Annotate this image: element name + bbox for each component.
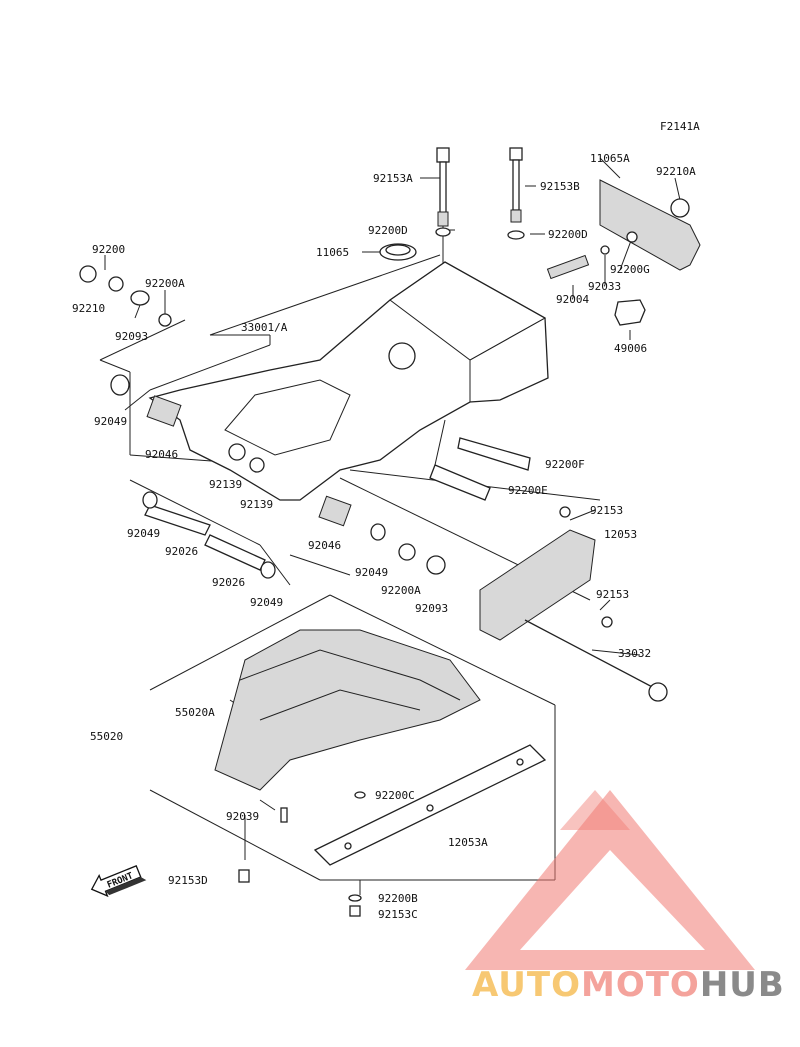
part-label-92093-1: 92093	[115, 330, 148, 343]
watermark-moto: MOTO	[581, 965, 700, 1005]
part-label-92139-1: 92139	[209, 478, 242, 491]
part-label-92153C: 92153C	[378, 908, 418, 921]
part-label-92026-2: 92026	[212, 576, 245, 589]
watermark-triangle	[465, 790, 755, 970]
part-label-92153-2: 92153	[596, 588, 629, 601]
part-label-92046-2: 92046	[308, 539, 341, 552]
part-label-92049-3: 92049	[355, 566, 388, 579]
figure-code: F2141A	[660, 120, 700, 133]
part-label-49006: 49006	[614, 342, 647, 355]
part-label-92139-2: 92139	[240, 498, 273, 511]
part-label-92200F: 92200F	[545, 458, 585, 471]
part-label-92033: 92033	[588, 280, 621, 293]
part-label-92046-1: 92046	[145, 448, 178, 461]
part-shapes	[79, 147, 701, 917]
part-label-92210A: 92210A	[656, 165, 696, 178]
part-label-92200A-2: 92200A	[381, 584, 421, 597]
part-label-55020A: 55020A	[175, 706, 215, 719]
part-label-92200B: 92200B	[378, 892, 418, 905]
part-label-92093-2: 92093	[415, 602, 448, 615]
part-label-11065: 11065	[316, 246, 349, 259]
bolt-92153A	[436, 147, 450, 227]
watermark-hub: HUB	[700, 965, 785, 1005]
part-label-33001A: 33001/A	[241, 321, 288, 334]
part-label-92039: 92039	[226, 810, 259, 823]
part-label-92026-1: 92026	[165, 545, 198, 558]
part-label-33032: 33032	[618, 647, 651, 660]
part-label-92200C: 92200C	[375, 789, 415, 802]
part-label-92200D-2: 92200D	[548, 228, 588, 241]
part-label-92200A-1: 92200A	[145, 277, 185, 290]
part-label-12053A: 12053A	[448, 836, 488, 849]
bolt-92153B	[509, 147, 523, 223]
part-label-92200: 92200	[92, 243, 125, 256]
part-label-92153B: 92153B	[540, 180, 580, 193]
part-label-92049-1: 92049	[94, 415, 127, 428]
part-label-92210: 92210	[72, 302, 105, 315]
front-arrow: FRONT	[90, 865, 147, 898]
part-labels: 92153A 92153B 11065A 92210A 92200D 92200…	[72, 152, 696, 921]
part-label-92049-2: 92049	[127, 527, 160, 540]
part-label-92153-1: 92153	[590, 504, 623, 517]
part-label-92153A: 92153A	[373, 172, 413, 185]
watermark-logo: AUTOMOTOHUB	[465, 790, 785, 1005]
part-label-11065A: 11065A	[590, 152, 630, 165]
part-label-92049-4: 92049	[250, 596, 283, 609]
watermark-auto: AUTO	[472, 965, 581, 1005]
part-label-92200D-1: 92200D	[368, 224, 408, 237]
part-label-92200G: 92200G	[610, 263, 650, 276]
part-label-92004: 92004	[556, 293, 589, 306]
part-label-92200E: 92200E	[508, 484, 548, 497]
part-label-12053: 12053	[604, 528, 637, 541]
svg-text:AUTOMOTOHUB: AUTOMOTOHUB	[472, 965, 785, 1005]
part-label-55020: 55020	[90, 730, 123, 743]
part-label-92153D: 92153D	[168, 874, 208, 887]
